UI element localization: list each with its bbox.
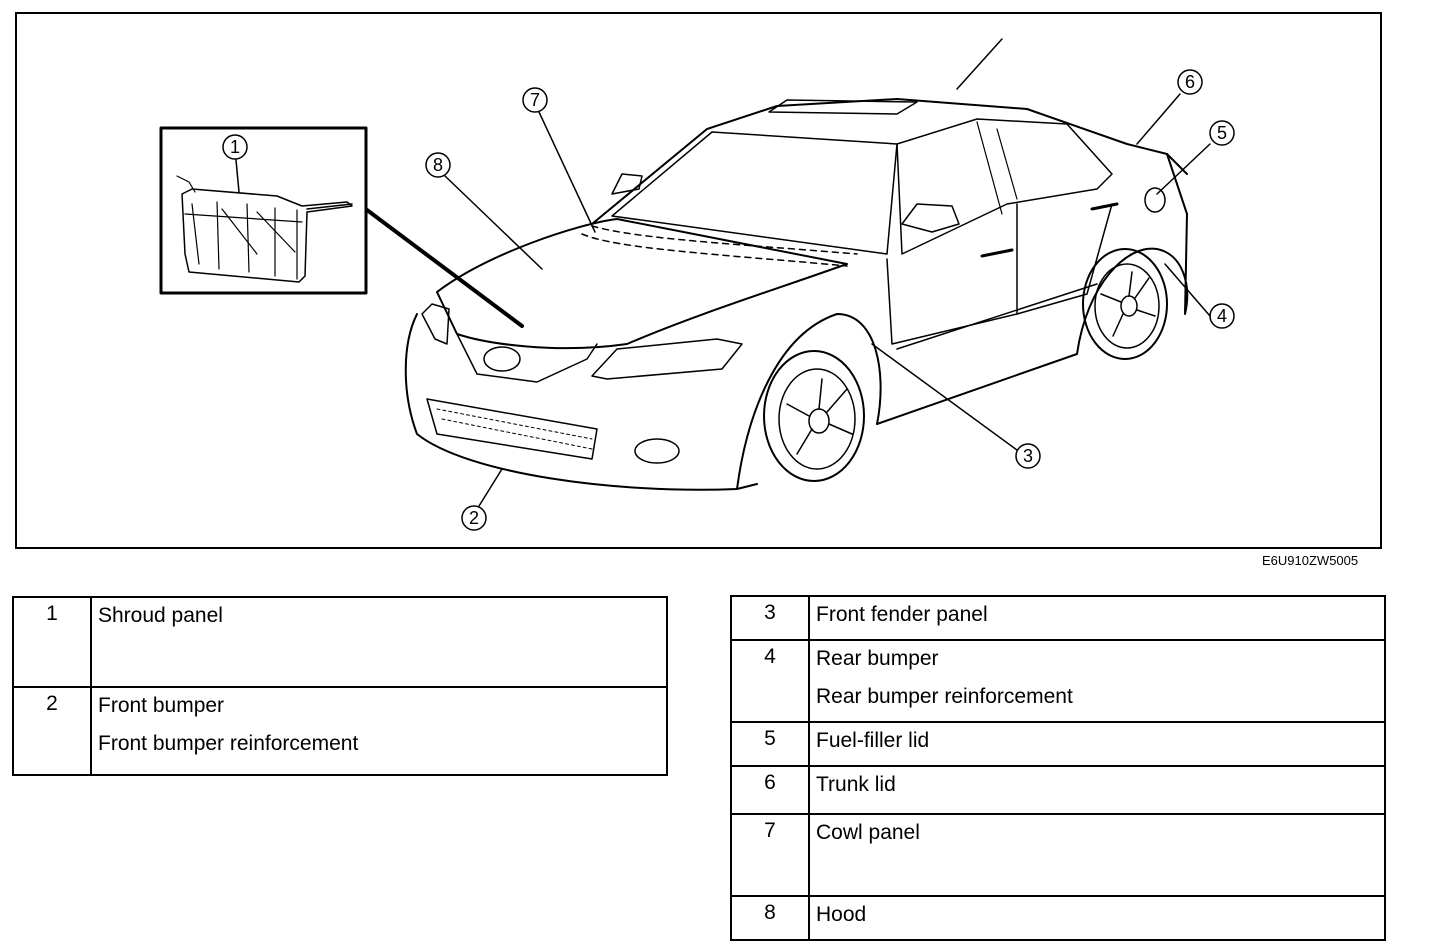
part-number: 5 (730, 721, 810, 767)
legend-table-left: 1 Shroud panel 2 Front bumper Front bump… (12, 596, 668, 776)
svg-text:5: 5 (1217, 123, 1227, 143)
part-description: Rear bumper Rear bumper reinforcement (808, 639, 1386, 723)
part-name-extra (816, 857, 1384, 895)
callout-6: 6 (1177, 69, 1203, 95)
svg-text:7: 7 (530, 90, 540, 110)
part-description: Cowl panel (808, 813, 1386, 897)
callout-leaders (235, 93, 1211, 507)
part-number: 2 (12, 686, 92, 776)
part-description: Front fender panel (808, 595, 1386, 641)
car-illustration: 1 2 3 4 5 6 7 (159, 38, 1235, 531)
part-description: Fuel-filler lid (808, 721, 1386, 767)
callout-3: 3 (1015, 443, 1041, 469)
part-name: Front bumper (98, 694, 225, 717)
callout-5: 5 (1209, 120, 1235, 146)
svg-text:1: 1 (230, 137, 240, 157)
part-name: Shroud panel (98, 604, 223, 627)
part-number: 8 (730, 895, 810, 941)
table-row: 2 Front bumper Front bumper reinforcemen… (12, 686, 668, 776)
part-number: 4 (730, 639, 810, 723)
car-body-diagram: 1 2 3 4 5 6 7 (15, 12, 1382, 549)
part-name: Cowl panel (816, 821, 920, 844)
part-name: Fuel-filler lid (816, 729, 930, 752)
table-row: 4 Rear bumper Rear bumper reinforcement (730, 639, 1386, 723)
callout-4: 4 (1209, 303, 1235, 329)
svg-text:2: 2 (469, 508, 479, 528)
callouts: 1 2 3 4 5 6 7 (222, 69, 1235, 531)
figure-code: E6U910ZW5005 (1262, 553, 1359, 568)
part-description: Front bumper Front bumper reinforcement (90, 686, 668, 776)
part-name-extra: Front bumper reinforcement (98, 732, 359, 755)
table-row: 3 Front fender panel (730, 595, 1386, 641)
part-name: Front fender panel (816, 603, 988, 626)
table-row: 5 Fuel-filler lid (730, 721, 1386, 767)
table-row: 6 Trunk lid (730, 765, 1386, 815)
part-name-extra: Rear bumper reinforcement (816, 685, 1073, 708)
inset-leader (365, 208, 524, 328)
part-name: Hood (816, 903, 867, 926)
table-row: 1 Shroud panel (12, 596, 668, 688)
callout-2: 2 (461, 505, 487, 531)
shroud-panel-inset (159, 126, 368, 295)
car-body (404, 38, 1189, 491)
part-description: Shroud panel (90, 596, 668, 688)
svg-text:8: 8 (433, 155, 443, 175)
part-number: 7 (730, 813, 810, 897)
svg-text:3: 3 (1023, 446, 1033, 466)
table-row: 8 Hood (730, 895, 1386, 941)
callout-1: 1 (222, 134, 248, 160)
part-name: Trunk lid (816, 773, 896, 796)
part-number: 3 (730, 595, 810, 641)
part-number: 1 (12, 596, 92, 688)
svg-text:4: 4 (1217, 306, 1227, 326)
part-description: Trunk lid (808, 765, 1386, 815)
part-description: Hood (808, 895, 1386, 941)
part-name-extra (98, 640, 666, 678)
callout-7: 7 (522, 87, 548, 113)
part-number: 6 (730, 765, 810, 815)
table-row: 7 Cowl panel (730, 813, 1386, 897)
part-name: Rear bumper (816, 647, 939, 670)
svg-text:6: 6 (1185, 72, 1195, 92)
legend-table-right: 3 Front fender panel 4 Rear bumper Rear … (730, 595, 1386, 941)
callout-8: 8 (425, 152, 451, 178)
